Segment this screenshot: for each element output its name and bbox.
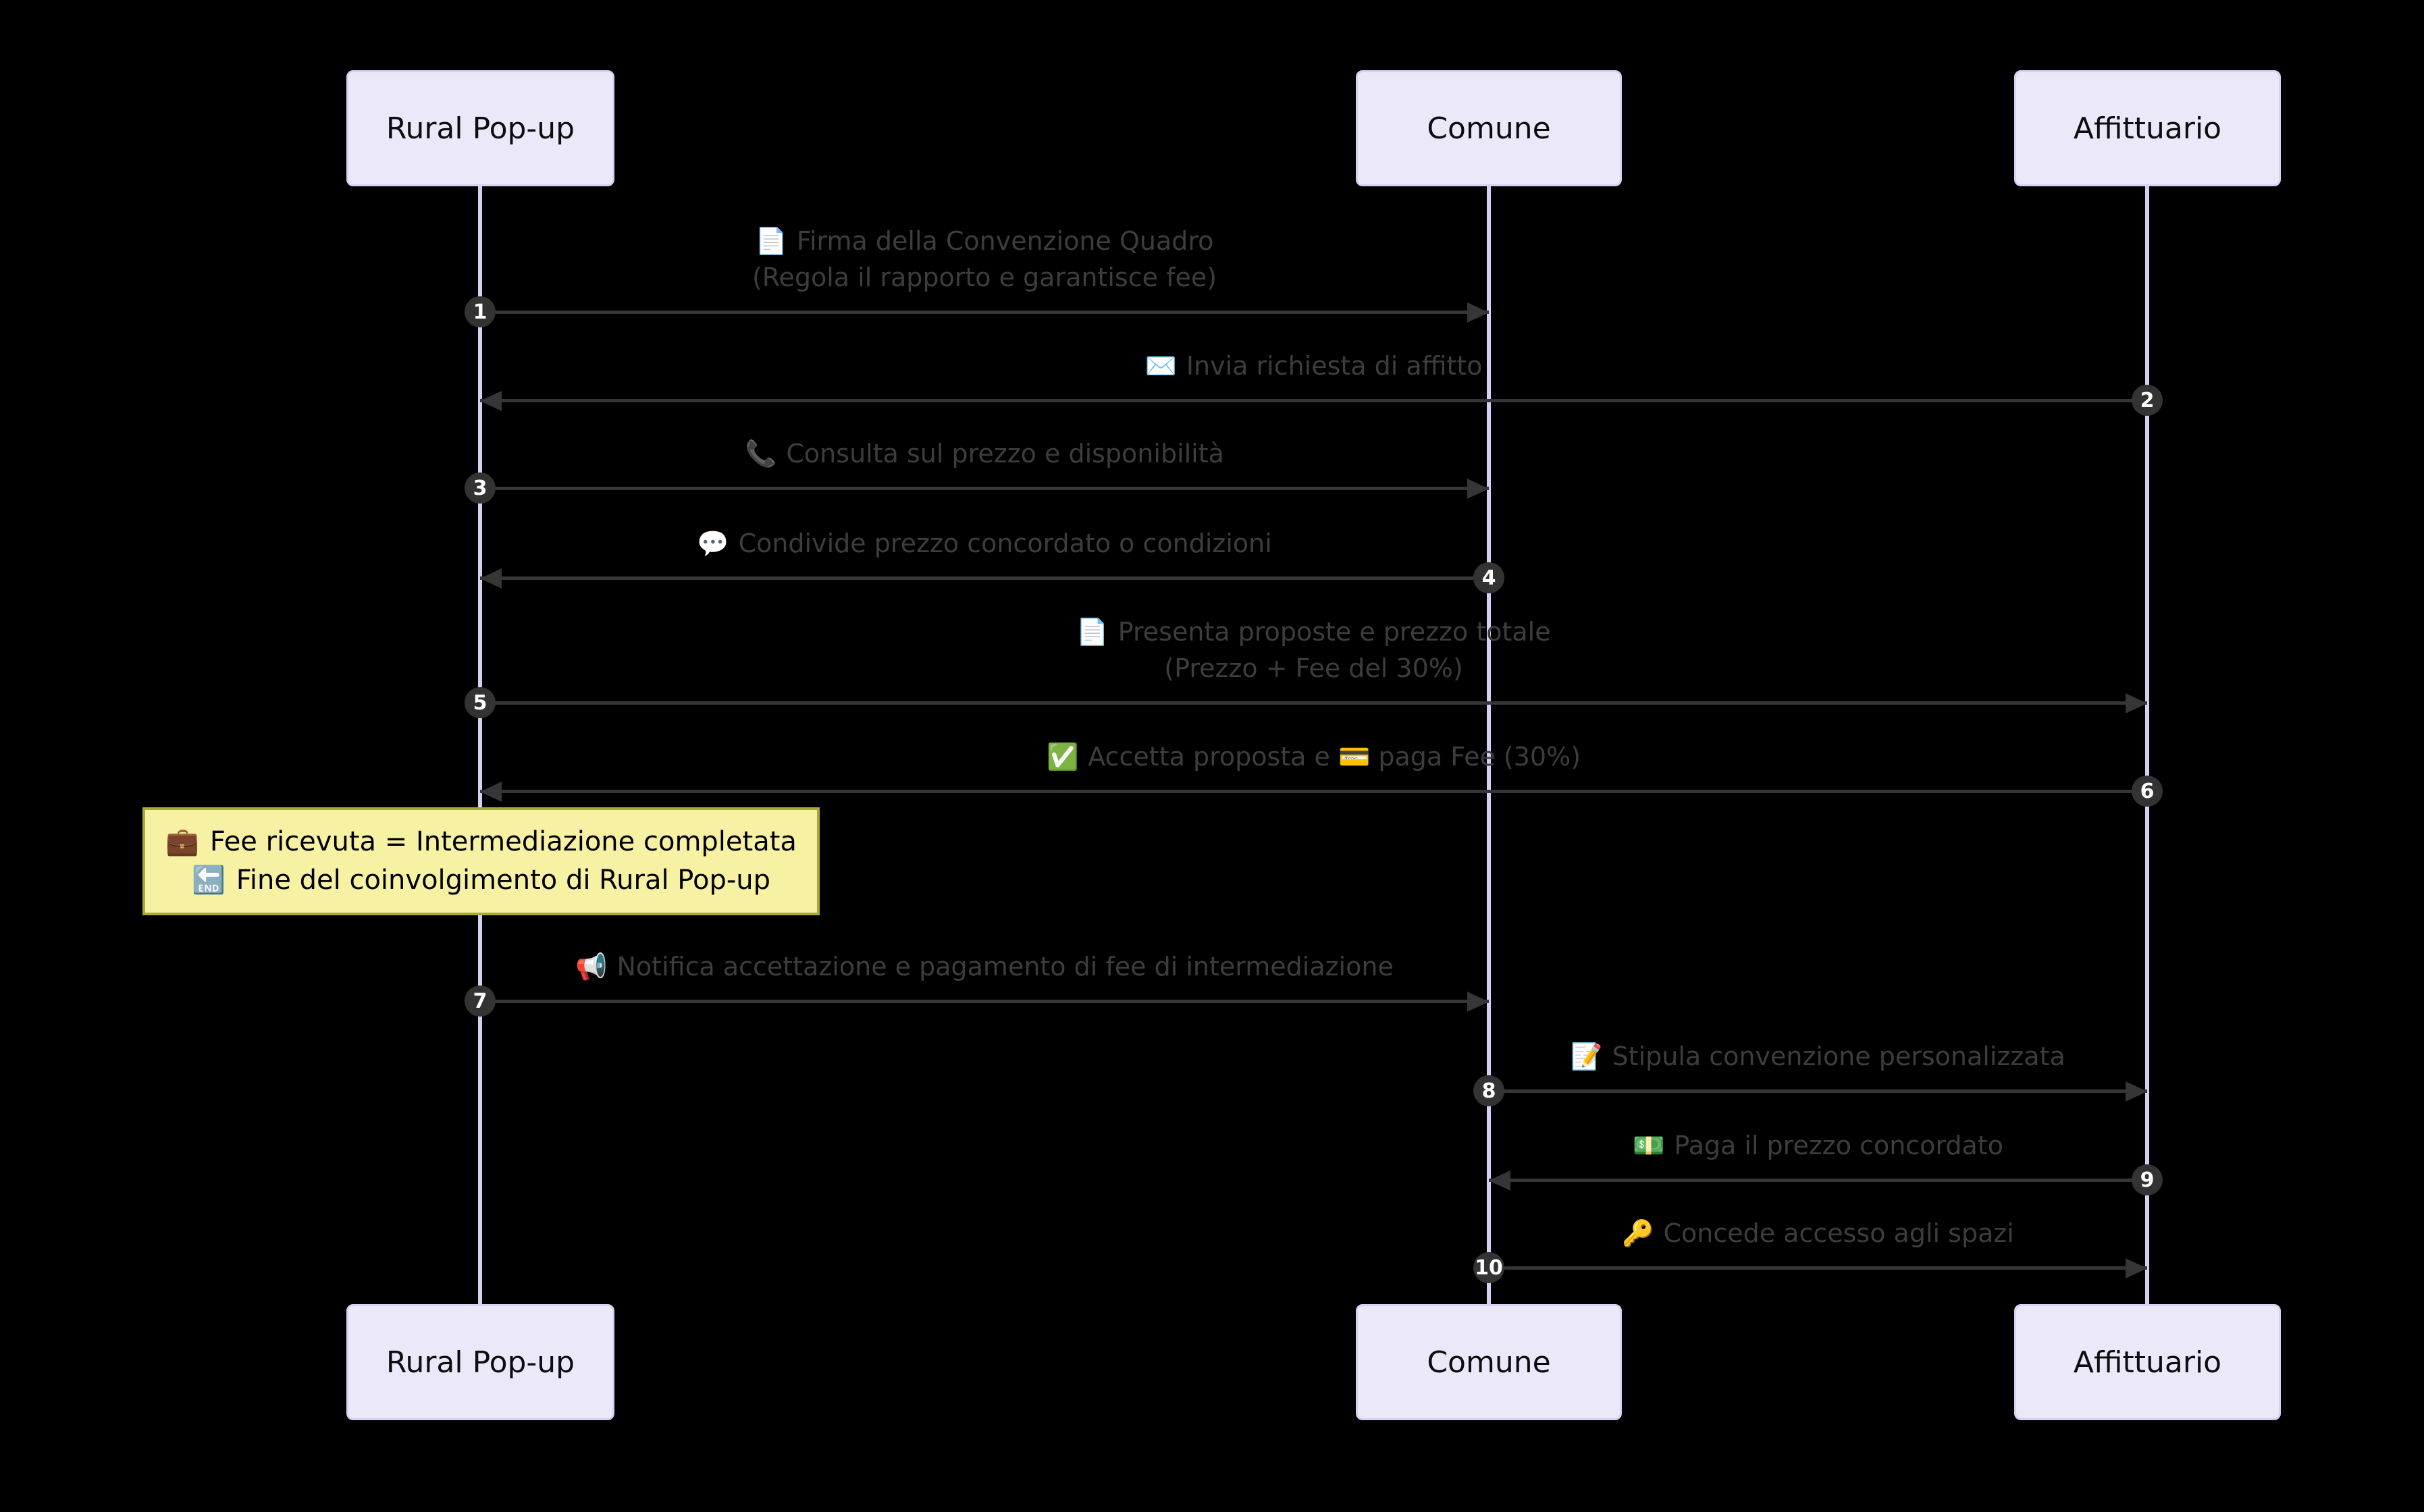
actor-label: Rural Pop-up xyxy=(386,111,575,146)
speech-balloon-icon: 💬 xyxy=(697,529,729,558)
sequence-number-badge: 8 xyxy=(1473,1075,1504,1106)
message-text: 📞 Consulta sul prezzo e disponibilità xyxy=(745,435,1224,472)
message-text: 📢 Notifica accettazione e pagamento di fe… xyxy=(575,948,1394,985)
actor-label: Rural Pop-up xyxy=(386,1345,575,1380)
arrowhead-icon xyxy=(2126,1258,2147,1278)
message-label: Invia richiesta di affitto xyxy=(1186,351,1483,381)
message-label: Paga il prezzo concordato xyxy=(1674,1131,2003,1160)
message-arrow-line xyxy=(1489,1089,2147,1093)
actor-label: Comune xyxy=(1427,111,1551,146)
message-line-1: ✉️ Invia richiesta di affitto xyxy=(1144,348,1482,384)
actor-affittuario-top: Affittuario xyxy=(2014,70,2281,186)
message-arrow-line xyxy=(480,1000,1489,1003)
arrowhead-icon xyxy=(480,568,502,589)
arrowhead-icon xyxy=(1467,479,1489,499)
message-line-2: (Prezzo + Fee del 30%) xyxy=(1164,653,1463,683)
note-box: 💼 Fee ricevuta = Intermediazione completa… xyxy=(142,807,820,915)
end-arrow-icon: 🔚 xyxy=(191,865,226,896)
message-line-1: 📄 Firma della Convenzione Quadro xyxy=(752,223,1217,259)
message-label: Presenta proposte e prezzo totale xyxy=(1117,617,1551,647)
message-arrow-line xyxy=(480,399,2147,402)
actor-comune-bottom: Comune xyxy=(1356,1304,1622,1420)
lifeline-affittuario xyxy=(2145,186,2149,1304)
sequence-number-badge: 4 xyxy=(1473,562,1504,593)
note-text: Fine del coinvolgimento di Rural Pop-up xyxy=(236,865,771,896)
message-label: Concede accesso agli spazi xyxy=(1663,1218,2014,1248)
message-text: 🔑 Concede accesso agli spazi xyxy=(1622,1215,2014,1251)
message-arrow-line xyxy=(480,487,1489,490)
message-text: 💬 Condivide prezzo concordato o condizion… xyxy=(697,525,1272,562)
sequence-number-badge: 9 xyxy=(2132,1164,2163,1195)
sequence-number-badge: 2 xyxy=(2132,385,2163,416)
note-line: 🔚 Fine del coinvolgimento di Rural Pop-up xyxy=(192,861,770,900)
message-line-1: 📢 Notifica accettazione e pagamento di fe… xyxy=(575,948,1394,985)
actor-affittuario-bottom: Affittuario xyxy=(2014,1304,2281,1420)
message-label: Firma della Convenzione Quadro xyxy=(796,226,1214,256)
telephone-icon: 📞 xyxy=(745,439,777,468)
arrowhead-icon xyxy=(1467,302,1489,323)
message-line-2: (Regola il rapporto e garantisce fee) xyxy=(752,263,1217,292)
dollar-banknote-icon: 💵 xyxy=(1633,1131,1665,1160)
message-arrow-line xyxy=(1489,1179,2147,1182)
message-text: ✅ Accetta proposta e 💳 paga Fee (30%) xyxy=(1047,738,1581,775)
envelope-icon: ✉️ xyxy=(1144,351,1177,381)
sequence-number-badge: 6 xyxy=(2132,776,2163,807)
memo-icon: 📝 xyxy=(1571,1042,1603,1071)
arrowhead-icon xyxy=(480,782,502,802)
arrowhead-icon xyxy=(480,391,502,411)
actor-label: Affittuario xyxy=(2073,1345,2222,1380)
actor-rural-pop-up-bottom: Rural Pop-up xyxy=(346,1304,614,1420)
actor-label: Comune xyxy=(1427,1345,1551,1380)
message-arrow-line xyxy=(480,576,1489,580)
note-text: Fee ricevuta = Intermediazione completat… xyxy=(209,826,797,857)
lifeline-rural-pop-up xyxy=(478,186,482,1304)
actor-comune-top: Comune xyxy=(1356,70,1622,186)
message-text: 📄 Firma della Convenzione Quadro (Regola i… xyxy=(752,223,1217,296)
message-arrow-line xyxy=(480,790,2147,793)
message-text: ✉️ Invia richiesta di affitto xyxy=(1144,348,1482,384)
arrowhead-icon xyxy=(2126,1081,2147,1102)
loudspeaker-icon: 📢 xyxy=(575,952,608,981)
key-icon: 🔑 xyxy=(1622,1218,1654,1248)
message-label: Condivide prezzo concordato o condizioni xyxy=(738,529,1272,558)
message-arrow-line xyxy=(480,310,1489,314)
sequence-number-badge: 10 xyxy=(1473,1252,1504,1283)
sequence-number-badge: 5 xyxy=(465,687,496,718)
sequence-number-badge: 1 xyxy=(465,296,496,327)
message-text: 📝 Stipula convenzione personalizzata xyxy=(1571,1038,2065,1075)
message-arrow-line xyxy=(480,701,2147,705)
sequence-number-badge: 3 xyxy=(465,473,496,504)
briefcase-icon: 💼 xyxy=(165,826,199,857)
arrowhead-icon xyxy=(1467,992,1489,1012)
note-line: 💼 Fee ricevuta = Intermediazione completa… xyxy=(165,823,797,861)
actor-label: Affittuario xyxy=(2073,111,2222,146)
message-label: Accetta proposta e 💳 paga Fee (30%) xyxy=(1088,742,1581,772)
arrowhead-icon xyxy=(1489,1170,1510,1191)
message-label: Stipula convenzione personalizzata xyxy=(1612,1042,2065,1071)
message-line-1: 💬 Condivide prezzo concordato o condizion… xyxy=(697,525,1272,562)
message-line-1: 📞 Consulta sul prezzo e disponibilità xyxy=(745,435,1224,472)
message-text: 💵 Paga il prezzo concordato xyxy=(1633,1127,2003,1164)
document-icon: 📄 xyxy=(1076,617,1109,647)
document-icon: 📄 xyxy=(755,226,787,256)
lifeline-comune xyxy=(1487,186,1491,1304)
message-line-1: 📝 Stipula convenzione personalizzata xyxy=(1571,1038,2065,1075)
message-line-1: 💵 Paga il prezzo concordato xyxy=(1633,1127,2003,1164)
message-label: Notifica accettazione e pagamento di fee… xyxy=(616,952,1394,981)
message-arrow-line xyxy=(1489,1266,2147,1270)
message-line-1: 🔑 Concede accesso agli spazi xyxy=(1622,1215,2014,1251)
arrowhead-icon xyxy=(2126,693,2147,713)
message-text: 📄 Presenta proposte e prezzo totale (Prezz… xyxy=(1076,614,1550,686)
actor-rural-pop-up-top: Rural Pop-up xyxy=(346,70,614,186)
sequence-number-badge: 7 xyxy=(465,986,496,1017)
check-mark-icon: ✅ xyxy=(1046,742,1079,772)
message-line-1: 📄 Presenta proposte e prezzo totale xyxy=(1076,614,1550,650)
message-label: Consulta sul prezzo e disponibilità xyxy=(786,439,1224,468)
message-line-1: ✅ Accetta proposta e 💳 paga Fee (30%) xyxy=(1047,738,1581,775)
